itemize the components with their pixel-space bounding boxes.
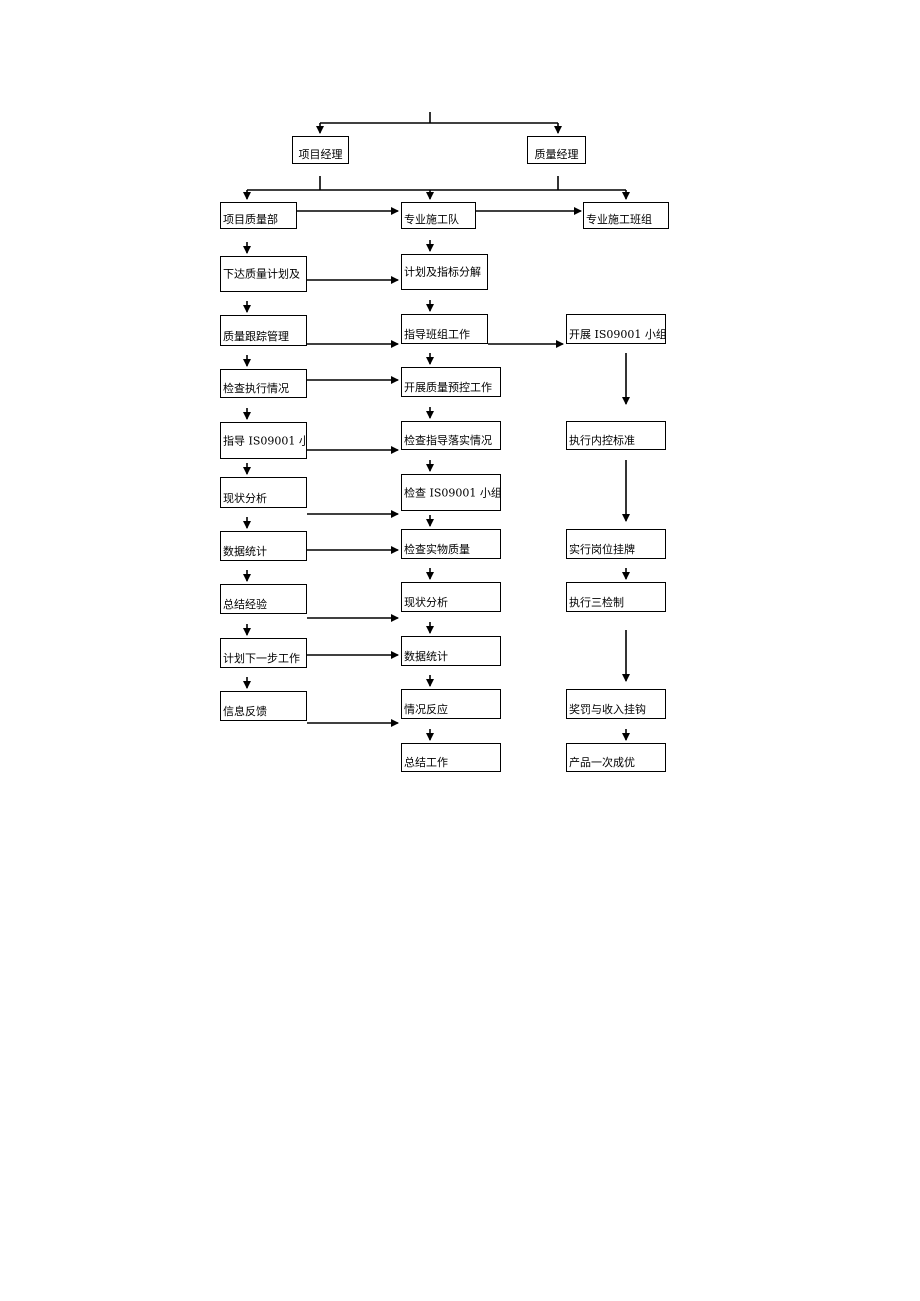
node-label: 开展质量预控工作 (404, 381, 492, 394)
node-right-internal-standard: 执行内控标准 (566, 421, 666, 450)
node-label: 检查执行情况 (223, 382, 289, 395)
node-mid-guide-crews: 指导班组工作 (401, 314, 488, 344)
node-label: 项目质量部 (223, 213, 278, 226)
node-label: 总结经验 (223, 598, 267, 611)
node-label: 检查实物质量 (404, 543, 470, 556)
node-label: 实行岗位挂牌 (569, 543, 635, 556)
node-left-plan-next-step: 计划下一步工作 (220, 638, 307, 668)
node-label: 检查 IS09001 小组 (404, 486, 501, 499)
node-left-info-feedback: 信息反馈 (220, 691, 307, 721)
node-label: 检查指导落实情况 (404, 434, 492, 447)
node-label: 专业施工队 (404, 213, 459, 226)
node-label: 专业施工班组 (586, 213, 652, 226)
node-label: 开展 IS09001 小组 (569, 328, 666, 341)
node-construction-crew: 专业施工班组 (583, 202, 669, 229)
node-label: 现状分析 (223, 492, 267, 505)
node-label: 数据统计 (404, 650, 448, 663)
node-project-quality-dept: 项目质量部 (220, 202, 297, 229)
node-label: 执行内控标准 (569, 434, 635, 447)
node-right-first-time-quality: 产品一次成优 (566, 743, 666, 772)
node-mid-quality-precontrol: 开展质量预控工作 (401, 367, 501, 397)
node-label: 奖罚与收入挂钩 (569, 703, 646, 716)
node-label: 产品一次成优 (569, 756, 635, 769)
node-left-issue-plan: 下达质量计划及 (220, 256, 307, 292)
node-label: 信息反馈 (223, 705, 267, 718)
node-quality-manager: 质量经理 (527, 136, 586, 164)
node-label: 下达质量计划及 (223, 267, 300, 281)
node-right-start-iso-group: 开展 IS09001 小组 (566, 314, 666, 344)
node-label: 项目经理 (298, 148, 343, 161)
node-left-data-statistics: 数据统计 (220, 531, 307, 561)
node-left-check-execution: 检查执行情况 (220, 369, 307, 398)
node-left-status-analysis: 现状分析 (220, 477, 307, 508)
node-label: 执行三检制 (569, 596, 624, 609)
node-label: 总结工作 (404, 756, 448, 769)
node-left-guide-iso: 指导 IS09001 小 (220, 422, 307, 459)
node-mid-situation-report: 情况反应 (401, 689, 501, 719)
node-construction-team: 专业施工队 (401, 202, 476, 229)
node-label: 质量跟踪管理 (223, 330, 289, 343)
node-right-three-inspection: 执行三检制 (566, 582, 666, 612)
node-label: 指导班组工作 (404, 328, 470, 341)
node-label: 现状分析 (404, 596, 448, 609)
node-mid-data-statistics: 数据统计 (401, 636, 501, 666)
node-label: 指导 IS09001 小 (223, 434, 307, 447)
node-mid-summarize-work: 总结工作 (401, 743, 501, 772)
node-mid-status-analysis: 现状分析 (401, 582, 501, 612)
node-right-reward-penalty: 奖罚与收入挂钩 (566, 689, 666, 719)
node-label: 计划及指标分解 (404, 265, 481, 279)
node-mid-check-implementation: 检查指导落实情况 (401, 421, 501, 450)
node-left-quality-tracking: 质量跟踪管理 (220, 315, 307, 346)
node-label: 数据统计 (223, 545, 267, 558)
node-mid-plan-decompose: 计划及指标分解 (401, 254, 488, 290)
node-left-summarize-experience: 总结经验 (220, 584, 307, 614)
node-mid-check-physical-quality: 检查实物质量 (401, 529, 501, 559)
node-project-manager: 项目经理 (292, 136, 349, 164)
node-label: 情况反应 (404, 703, 448, 716)
node-mid-check-iso-group: 检查 IS09001 小组 (401, 474, 501, 511)
node-right-post-listing: 实行岗位挂牌 (566, 529, 666, 559)
node-label: 计划下一步工作 (223, 652, 300, 665)
node-label: 质量经理 (534, 148, 579, 161)
